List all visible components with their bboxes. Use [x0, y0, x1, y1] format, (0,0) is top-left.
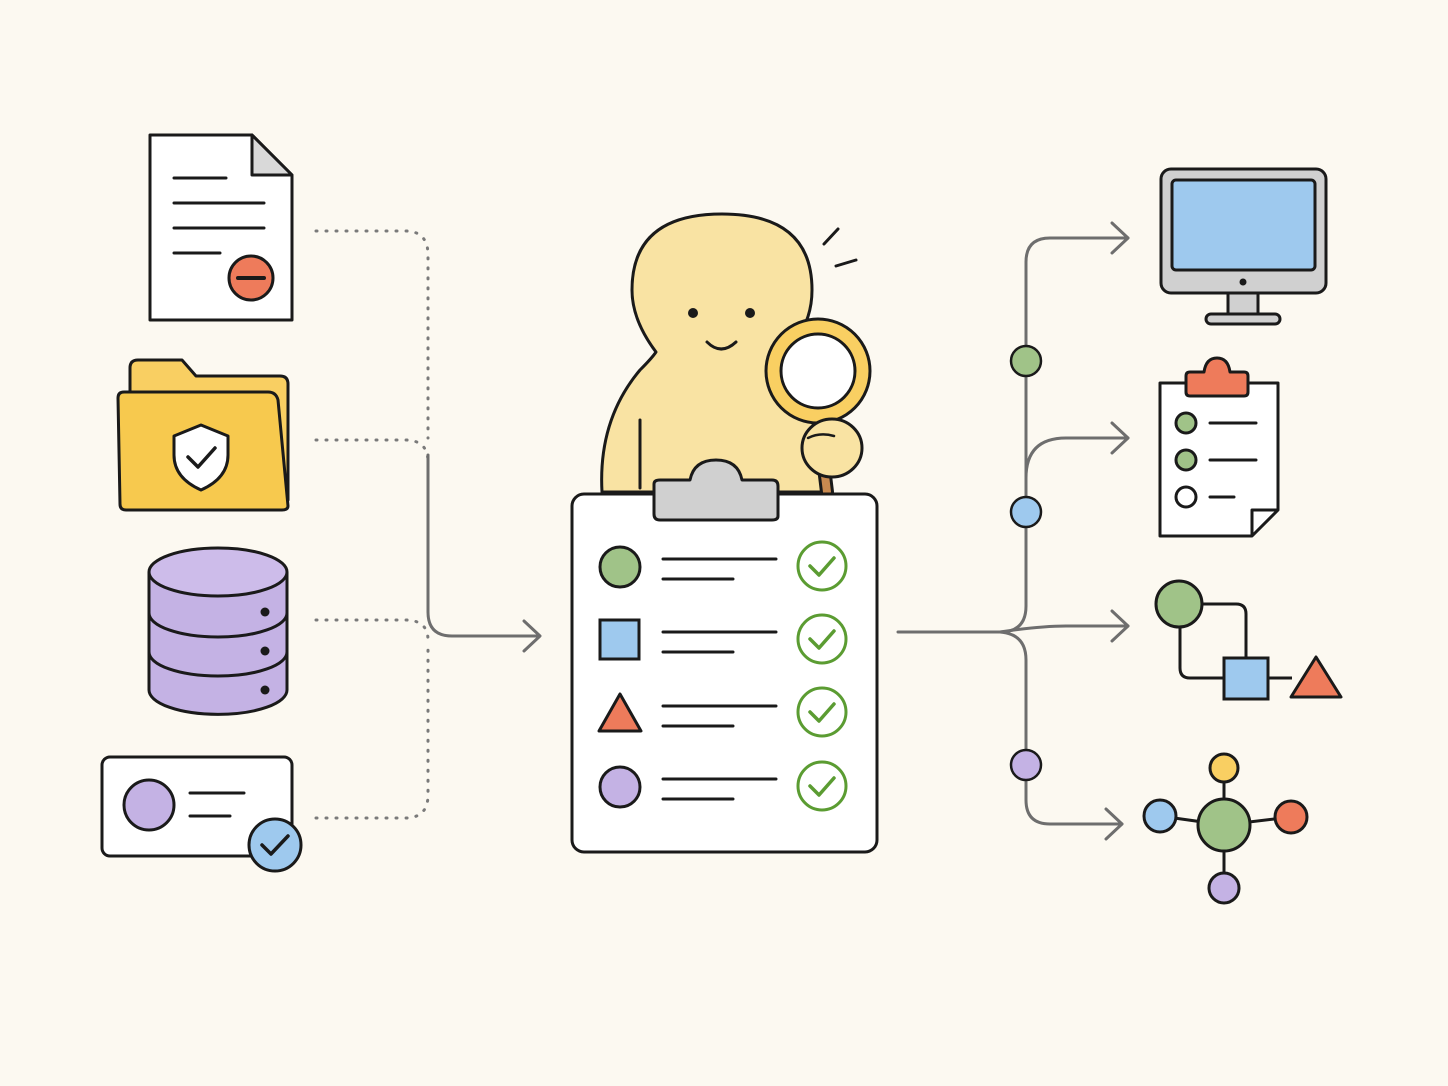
branch-node-green — [1009, 344, 1043, 378]
branch-node-blue — [1009, 495, 1043, 529]
checklist-row-4 — [598, 760, 848, 812]
branch-task-list — [1024, 436, 1130, 480]
checklist-row-3 — [597, 686, 848, 738]
branch-nodes — [1009, 344, 1043, 782]
dotted-link-profile — [314, 648, 430, 820]
branch-node-purple — [1009, 748, 1043, 782]
task-clipboard-icon — [1158, 356, 1280, 538]
check-icon — [796, 613, 848, 665]
branch-network — [998, 630, 1124, 826]
network-graph-icon — [1142, 752, 1309, 905]
eye-right — [745, 308, 755, 318]
merge-arrow-head — [522, 619, 542, 653]
check-icon — [796, 540, 848, 592]
character-hand — [800, 417, 864, 479]
verified-profile-card-icon — [100, 755, 303, 873]
dotted-link-document — [314, 229, 430, 440]
clipboard-checklist-icon — [570, 458, 879, 854]
flowchart-icon — [1154, 579, 1343, 701]
check-icon — [796, 760, 848, 812]
checklist-row-1 — [598, 540, 848, 592]
smile — [705, 340, 738, 351]
dotted-link-database — [314, 618, 430, 642]
magnifying-glass-icon — [764, 317, 872, 499]
monitor-icon — [1159, 167, 1328, 326]
document-remove-icon — [148, 133, 294, 322]
shield-folder-icon — [116, 358, 290, 512]
output-connectors — [896, 221, 1130, 841]
checklist-row-2 — [598, 613, 848, 665]
input-connectors — [314, 229, 542, 820]
database-icon — [147, 546, 289, 716]
check-icon — [796, 686, 848, 738]
merge-connector — [426, 453, 540, 638]
eye-left — [688, 308, 698, 318]
branch-flowchart — [998, 624, 1130, 634]
inspector-character-icon — [600, 212, 858, 494]
